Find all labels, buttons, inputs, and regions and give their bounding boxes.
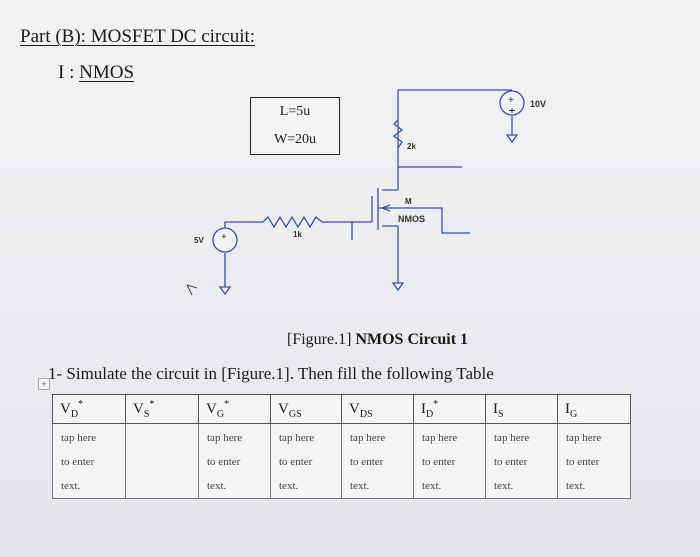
header-ig: IG bbox=[557, 394, 631, 424]
section-prefix: I : bbox=[58, 62, 80, 83]
part-title: Part (B): MOSFET DC circuit: bbox=[20, 26, 256, 47]
cell-vs[interactable] bbox=[125, 423, 199, 499]
instruction-text: 1- Simulate the circuit in [Figure.1]. T… bbox=[48, 364, 494, 383]
transistor-model: NMOS bbox=[398, 214, 425, 224]
table-header-row: VD* VS* VG* VGS VDS ID* IS IG bbox=[52, 394, 631, 424]
table-move-handle-icon[interactable]: + bbox=[38, 378, 50, 390]
drain-resistor bbox=[392, 119, 404, 149]
channel-width: W=20u bbox=[273, 132, 317, 147]
source-arrow bbox=[381, 204, 391, 212]
section-name: NMOS bbox=[79, 62, 135, 83]
supply-top-wire bbox=[397, 89, 512, 148]
header-vds: VDS bbox=[341, 394, 414, 424]
source-node-wire bbox=[382, 225, 399, 283]
input-source-label: 5V bbox=[194, 236, 204, 245]
header-vd: VD* bbox=[52, 394, 126, 424]
transistor-ground bbox=[391, 282, 405, 292]
supply-ground bbox=[505, 134, 519, 144]
header-vs: VS* bbox=[125, 394, 199, 424]
supply-source-symbol bbox=[499, 90, 525, 116]
header-vgs: VGS bbox=[270, 394, 342, 424]
source-top-wire bbox=[224, 221, 240, 228]
plus-sign: + bbox=[508, 95, 514, 106]
channel-length: L=5u bbox=[279, 104, 311, 119]
section-title: I : NMOS bbox=[58, 62, 134, 84]
figure-ref: [Figure.1] bbox=[287, 331, 352, 348]
device-parameter-box: L=5u W=20u bbox=[250, 97, 340, 155]
figure-title: NMOS Circuit 1 bbox=[351, 331, 469, 348]
drain-resistor-label: 2k bbox=[407, 142, 416, 151]
figure-caption: [Figure.1] NMOS Circuit 1 bbox=[287, 331, 468, 349]
cursor-icon bbox=[186, 284, 198, 296]
source-ground bbox=[218, 268, 232, 296]
input-source-symbol bbox=[212, 227, 238, 253]
supply-label: 10V bbox=[530, 99, 546, 109]
gate-resistor-label: 1k bbox=[293, 230, 302, 239]
body-wire bbox=[378, 207, 470, 234]
header-vg: VG* bbox=[198, 394, 271, 424]
header-is: IS bbox=[485, 394, 558, 424]
drain-node-wire bbox=[382, 167, 399, 191]
transistor-name: M bbox=[405, 197, 412, 206]
supply-polarity-mark bbox=[509, 108, 515, 113]
input-plus-sign: + bbox=[221, 232, 227, 243]
header-id: ID* bbox=[413, 394, 486, 424]
gate-resistor bbox=[262, 215, 323, 229]
